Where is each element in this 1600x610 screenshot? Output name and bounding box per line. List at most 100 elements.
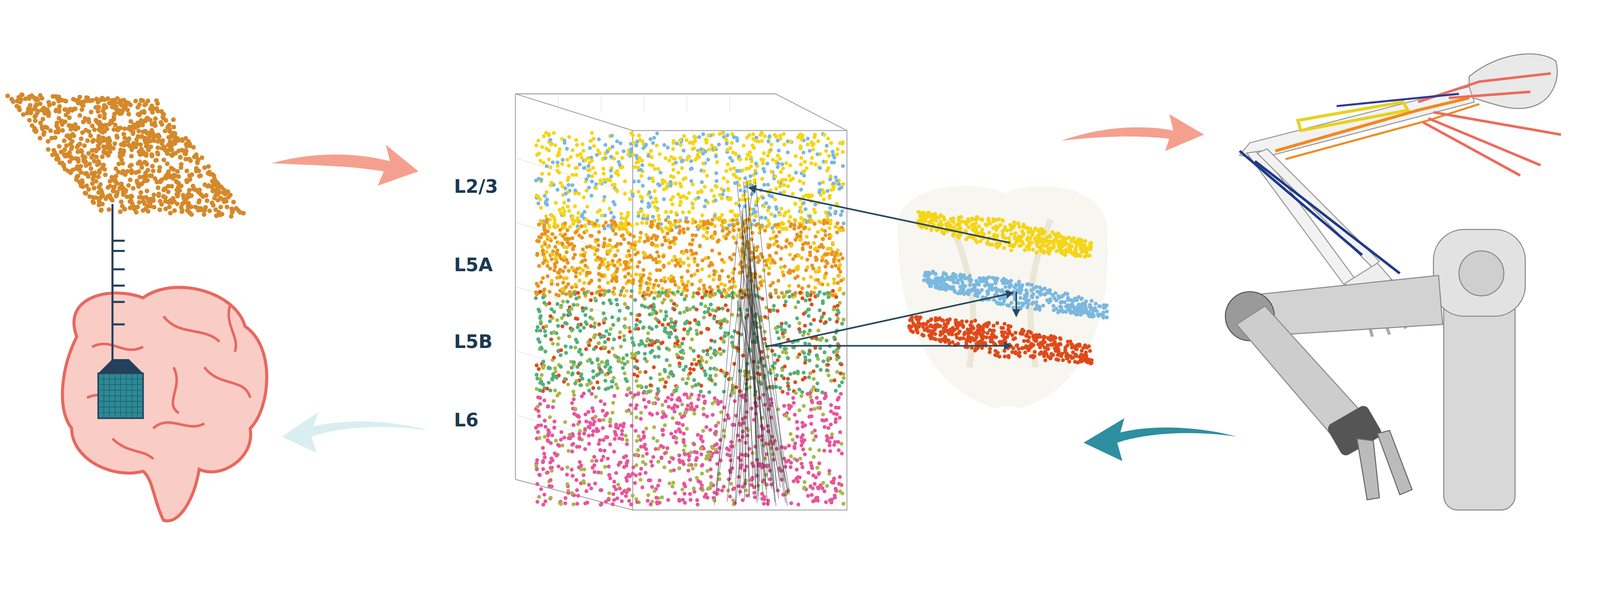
neuron-dot (75, 173, 81, 179)
neuron-dot (558, 147, 562, 152)
neuron-dot (635, 222, 640, 226)
neuron-dot (730, 209, 735, 214)
neuron-dot (831, 181, 836, 186)
neuron-dot (129, 154, 134, 159)
neuron-dot (66, 123, 72, 128)
neuron-dot (151, 198, 156, 203)
neuron-dot (668, 180, 673, 184)
neuron-dot (91, 200, 96, 206)
neuron-dot (74, 144, 80, 150)
neuron-dot (578, 162, 582, 167)
neuron-dot (838, 212, 843, 217)
neuron-dot (80, 180, 85, 186)
neuron-dot (557, 152, 562, 157)
neuron-dot (550, 213, 554, 218)
neuron-dot (597, 285, 602, 290)
neuron-dot (545, 197, 550, 202)
neuron-dot (618, 141, 623, 146)
neuron-dot (650, 214, 655, 219)
neuron-dot (87, 194, 92, 200)
neuron-dot (596, 148, 600, 153)
neuron-dot (591, 166, 596, 170)
neuron-dot (703, 149, 708, 154)
neuron-dot (750, 230, 755, 235)
neuron-dot (809, 140, 814, 145)
neuron-dot (828, 193, 832, 198)
neuron-dot (744, 180, 749, 185)
neuron-dot (662, 197, 666, 202)
neuron-dot (586, 164, 591, 168)
neuron-dot (84, 170, 89, 176)
neuron-dot (121, 140, 127, 146)
neuron-dot (166, 134, 172, 140)
neuron-dot (77, 113, 83, 118)
neuron-dot (110, 104, 115, 110)
neuron-dot (103, 150, 109, 156)
neuron-dot (113, 166, 119, 172)
neuron-dot (162, 128, 168, 134)
neuron-dot (96, 202, 102, 208)
neuron-dot (628, 197, 632, 202)
neuron-dot (770, 226, 775, 230)
neuron-dot (555, 164, 560, 168)
neuron-dot (788, 215, 793, 220)
neuron-dot (41, 105, 46, 111)
neuron-dot (128, 177, 133, 183)
neuron-dot (798, 179, 802, 184)
neuron-dot (48, 128, 54, 134)
neuron-dot (86, 116, 92, 122)
neuron-dot (737, 183, 742, 188)
neuron-dot (667, 158, 672, 163)
neuron-dot (571, 256, 576, 260)
neuron-dot (200, 194, 206, 200)
neuron-dot (623, 179, 628, 184)
neuron-dot (676, 170, 681, 175)
neuron-dot (720, 131, 725, 136)
neuron-dot (195, 160, 200, 166)
neuron-dot (226, 194, 231, 200)
neuron-dot (16, 105, 22, 110)
neuron-dot (720, 196, 724, 201)
neuron-dot (616, 248, 620, 253)
neuron-dot (198, 173, 204, 178)
neuron-dot (20, 112, 26, 118)
neuron-dot (194, 166, 199, 171)
neuron-dot (130, 186, 136, 191)
neuron-dot (129, 162, 134, 168)
neuron-dot (636, 214, 641, 219)
neuron-dot (689, 159, 694, 164)
neuron-dot (116, 126, 121, 131)
neuron-dot (778, 170, 783, 174)
neuron-dot (148, 144, 154, 150)
neuron-dot (809, 161, 814, 166)
neuron-dot (133, 98, 138, 104)
neuron-dot (772, 214, 777, 218)
neuron-dot (131, 204, 137, 210)
neuron-dot (570, 173, 575, 178)
neuron-dot (674, 160, 678, 165)
neuron-dot (769, 169, 774, 174)
neuron-dot (157, 198, 163, 204)
neuron-dot (210, 188, 216, 194)
neuron-dot (150, 168, 156, 174)
neuron-dot (738, 188, 743, 193)
neuron-dot (731, 150, 736, 155)
neuron-dot (166, 122, 172, 128)
neuron-dot (766, 139, 771, 144)
neuron-dot (730, 140, 734, 145)
neuron-dot (750, 143, 755, 148)
neuron-dot (77, 94, 83, 100)
neuron-dot (590, 158, 594, 163)
neuron-dot (651, 179, 656, 184)
neuron-dot (91, 185, 97, 191)
neuron-dot (126, 183, 132, 188)
neuron-dot (32, 126, 38, 131)
neuron-dot (631, 140, 636, 145)
neuron-dot (175, 169, 180, 174)
neuron-dot (181, 200, 187, 206)
neuron-dot (786, 150, 790, 155)
neuron-dot (231, 199, 236, 205)
neuron-dot (95, 109, 101, 114)
neuron-dot (641, 213, 646, 218)
neuron-dot (537, 151, 542, 156)
